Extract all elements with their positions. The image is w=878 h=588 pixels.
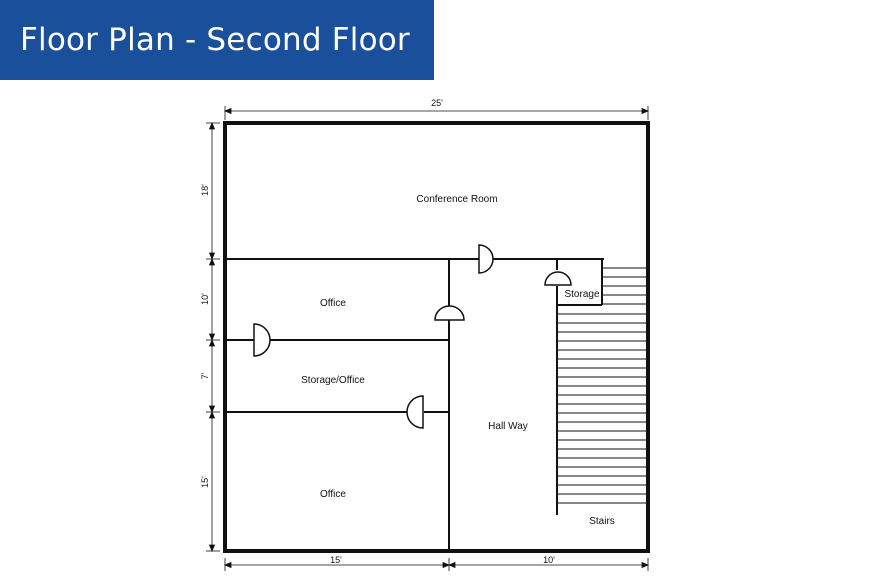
label-conference-room: Conference Room: [416, 194, 497, 205]
label-storage: Storage: [564, 289, 599, 300]
dim-left-15: 15': [200, 476, 210, 488]
doors: [253, 244, 572, 429]
door-storage: [544, 271, 572, 286]
stairs: [557, 267, 646, 504]
page-title: Floor Plan - Second Floor: [20, 22, 410, 58]
label-office-upper: Office: [320, 298, 346, 309]
interior-walls: [225, 258, 604, 551]
label-storage-office: Storage/Office: [301, 375, 365, 386]
door-conference: [478, 244, 494, 274]
title-banner: Floor Plan - Second Floor: [0, 0, 434, 80]
dim-bottom-right: 10': [543, 555, 555, 565]
dim-left-18: 18': [200, 184, 210, 196]
outer-wall: [223, 121, 650, 553]
door-storage-office: [253, 323, 271, 357]
label-office-lower: Office: [320, 489, 346, 500]
dim-bottom-left: 15': [330, 555, 342, 565]
dim-top-width: 25': [431, 98, 443, 108]
label-hall-way: Hall Way: [488, 421, 528, 432]
dim-left-10: 10': [200, 293, 210, 305]
door-office-upper: [434, 305, 465, 321]
label-stairs: Stairs: [589, 516, 615, 527]
dimension-lines: [206, 106, 650, 571]
door-lower-office: [406, 395, 424, 429]
dim-left-7: 7': [200, 372, 210, 379]
